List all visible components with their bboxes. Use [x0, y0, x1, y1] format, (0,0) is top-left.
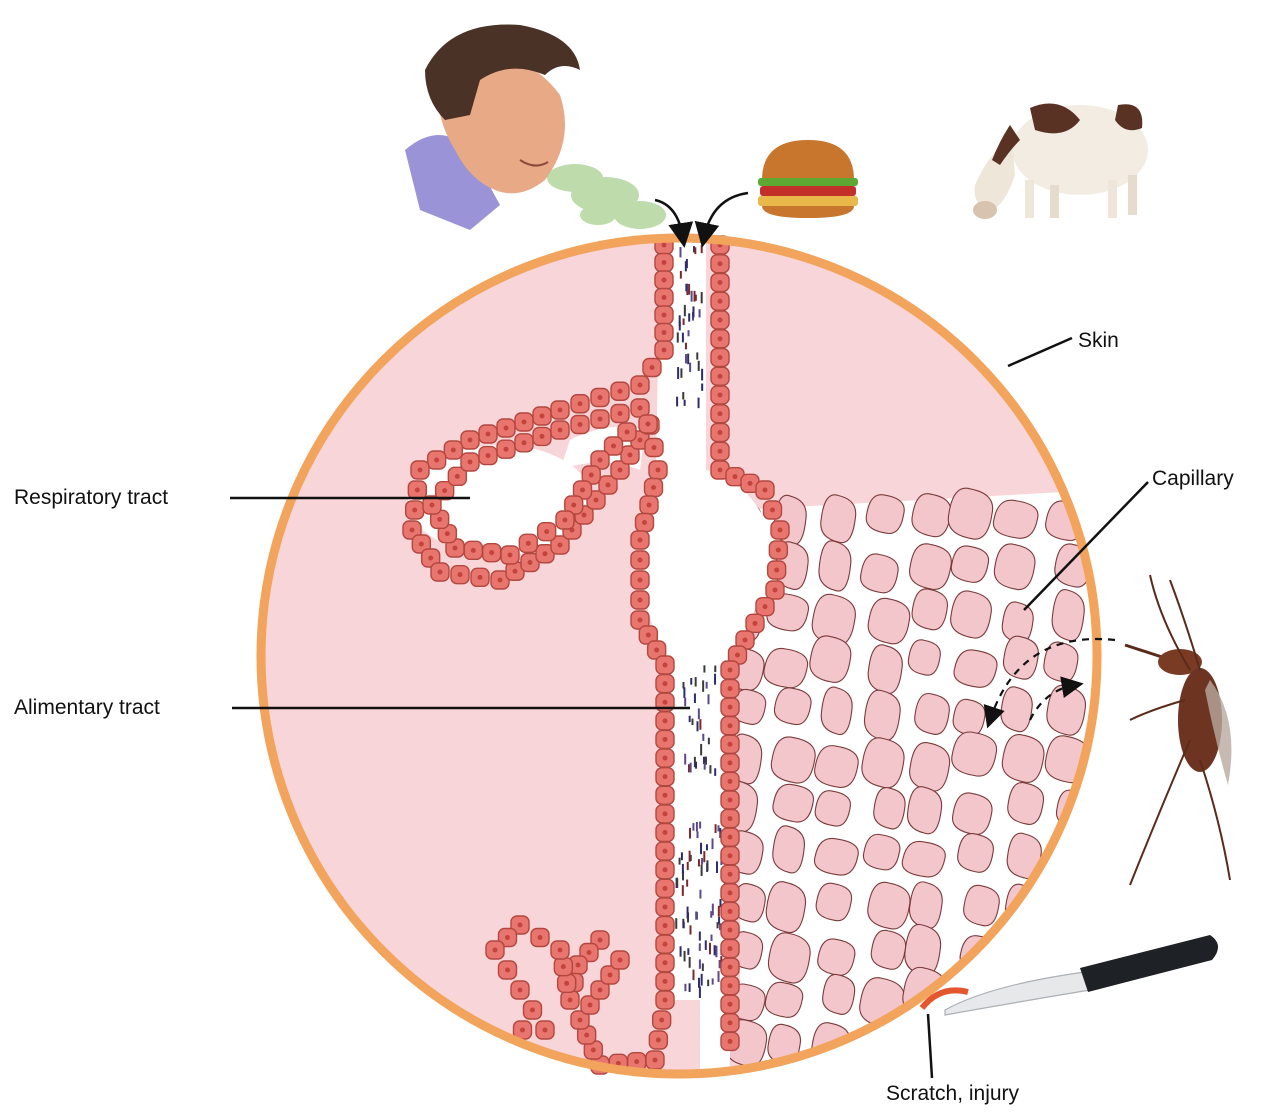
scratch-leader-line [928, 1014, 932, 1078]
hamburger-icon [758, 140, 858, 218]
label-capillary: Capillary [1152, 468, 1234, 489]
skin-leader-line [1008, 338, 1072, 366]
label-respiratory-tract: Respiratory tract [14, 487, 168, 508]
label-skin: Skin [1078, 330, 1119, 351]
label-scratch-injury: Scratch, injury [886, 1083, 1019, 1104]
cow-icon [973, 104, 1148, 219]
knife-icon [945, 935, 1218, 1015]
exhaled-breath [547, 164, 666, 229]
person-exhaling-icon [405, 25, 580, 230]
mosquito-icon [1125, 575, 1231, 885]
food-intake-arrow [704, 193, 748, 238]
label-alimentary-tract: Alimentary tract [14, 697, 160, 718]
